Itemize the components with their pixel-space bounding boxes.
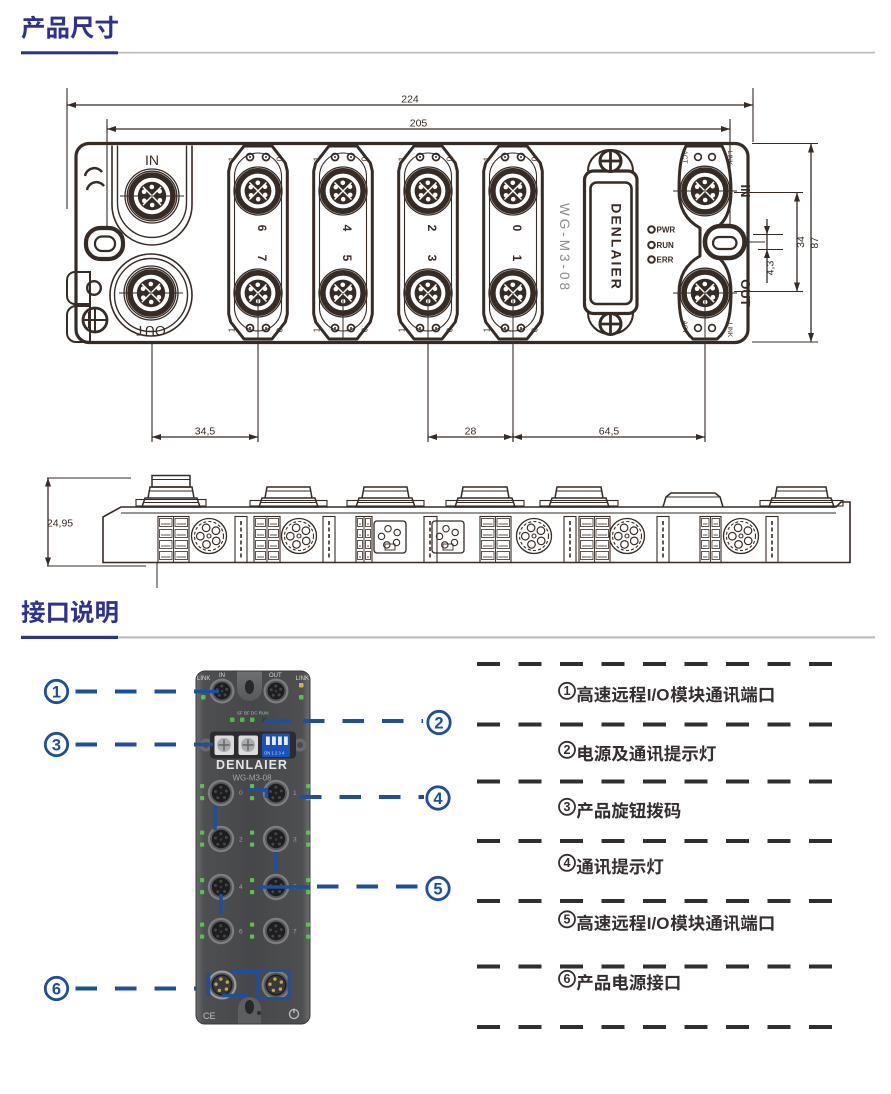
svg-text:3: 3 (564, 800, 571, 814)
svg-text:1: 1 (483, 156, 492, 161)
svg-text:224: 224 (401, 94, 419, 106)
svg-text:0: 0 (276, 156, 285, 161)
svg-text:0: 0 (361, 156, 370, 161)
svg-text:1: 1 (228, 327, 237, 332)
svg-text:4,3: 4,3 (765, 261, 777, 276)
svg-text:7: 7 (255, 255, 269, 262)
svg-text:ACT: ACT (681, 321, 688, 334)
svg-text:DENLAIER: DENLAIER (609, 203, 625, 291)
svg-text:2: 2 (434, 714, 443, 732)
svg-text:5: 5 (433, 880, 442, 898)
svg-text:6: 6 (239, 929, 243, 936)
svg-text:SF BF DC RUN: SF BF DC RUN (237, 711, 269, 716)
svg-text:1: 1 (52, 683, 61, 701)
svg-text:ERR: ERR (657, 255, 674, 264)
svg-text:WG-M3-08: WG-M3-08 (232, 774, 272, 783)
svg-text:0: 0 (239, 790, 243, 797)
svg-text:1: 1 (398, 156, 407, 161)
svg-text:1: 1 (483, 327, 492, 332)
svg-text:1: 1 (228, 156, 237, 161)
svg-text:34,5: 34,5 (195, 426, 216, 438)
svg-text:64,5: 64,5 (599, 426, 620, 438)
svg-text:7: 7 (293, 929, 297, 936)
svg-text:6: 6 (255, 225, 269, 232)
svg-text:4: 4 (433, 790, 443, 808)
svg-text:1: 1 (510, 255, 524, 262)
svg-text:0: 0 (446, 156, 455, 161)
svg-text:2: 2 (425, 225, 439, 232)
svg-text:LINK: LINK (726, 323, 733, 338)
svg-text:1: 1 (398, 327, 407, 332)
svg-text:WG-M3-08: WG-M3-08 (557, 203, 572, 293)
svg-text:0: 0 (531, 156, 540, 161)
svg-text:RUN: RUN (657, 241, 675, 250)
svg-text:2: 2 (564, 743, 571, 757)
svg-text:87: 87 (809, 237, 821, 249)
svg-text:2: 2 (239, 837, 243, 844)
svg-text:IN: IN (738, 185, 753, 198)
svg-text:3: 3 (425, 255, 439, 262)
svg-text:6: 6 (564, 972, 571, 986)
svg-text:4: 4 (239, 884, 243, 891)
svg-text:1: 1 (293, 790, 297, 797)
svg-text:28: 28 (465, 426, 477, 438)
svg-text:LINK: LINK (197, 676, 210, 682)
svg-text:0: 0 (361, 327, 370, 332)
svg-text:ACT: ACT (681, 151, 688, 164)
svg-text:OUT: OUT (738, 279, 753, 307)
svg-text:5: 5 (564, 913, 571, 927)
svg-text:0: 0 (276, 327, 285, 332)
svg-text:3: 3 (293, 837, 297, 844)
svg-text:24,95: 24,95 (47, 518, 73, 530)
svg-text:5: 5 (340, 255, 354, 262)
svg-text:LINK: LINK (296, 676, 309, 682)
svg-text:1: 1 (313, 156, 322, 161)
svg-text:6: 6 (52, 980, 61, 998)
svg-text:205: 205 (410, 118, 428, 130)
svg-text:I/O: I/O (647, 686, 670, 705)
svg-text:IN: IN (219, 673, 225, 679)
svg-text:PWR: PWR (657, 225, 676, 234)
svg-text:OUT: OUT (136, 323, 166, 339)
svg-text:1: 1 (564, 684, 571, 698)
svg-text:LINK: LINK (726, 151, 733, 166)
svg-text:CE: CE (203, 1011, 216, 1021)
svg-text:ON 1 2 3 4: ON 1 2 3 4 (264, 751, 285, 756)
svg-text:4: 4 (340, 225, 354, 232)
svg-text:1: 1 (313, 327, 322, 332)
svg-text:0: 0 (446, 327, 455, 332)
svg-text:0: 0 (531, 327, 540, 332)
svg-text:0: 0 (510, 225, 524, 232)
svg-text:3: 3 (52, 736, 61, 754)
svg-text:DENLAIER: DENLAIER (216, 758, 288, 772)
svg-text:I/O: I/O (647, 914, 670, 933)
svg-text:IN: IN (145, 152, 159, 168)
svg-text:4: 4 (564, 856, 571, 870)
svg-text:OUT: OUT (269, 673, 282, 679)
svg-text:34: 34 (795, 236, 807, 248)
